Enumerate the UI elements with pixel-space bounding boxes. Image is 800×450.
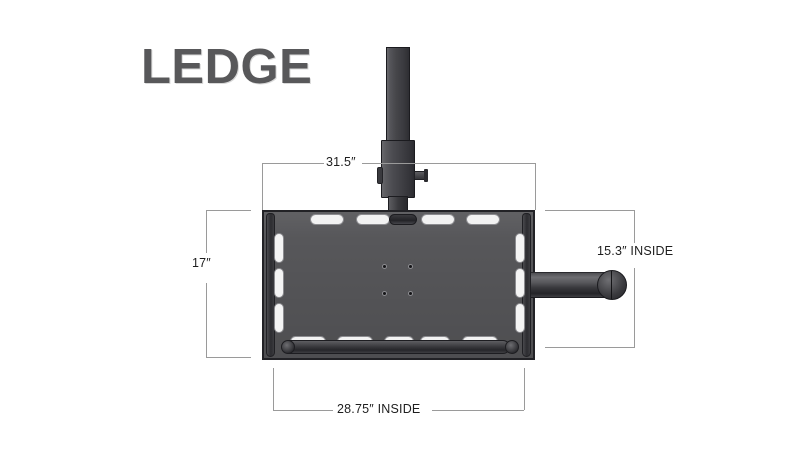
mounting-hole-bottom-left — [382, 291, 387, 296]
right-slot-2 — [515, 268, 525, 298]
page-title: LEDGE — [141, 40, 313, 94]
dim-top-extension-left — [262, 163, 263, 210]
top-slot-4 — [421, 214, 455, 225]
dim-top-line-right — [362, 163, 535, 164]
dim-width-bottom-label: 28.75″ INSIDE — [337, 402, 421, 416]
dim-left-extension-top — [206, 210, 251, 211]
dim-left-line-lower — [206, 283, 207, 357]
dim-height-left-label: 17″ — [192, 256, 211, 270]
right-slot-1 — [515, 233, 525, 263]
top-slot-center — [389, 214, 417, 225]
dim-bottom-extension-right — [524, 368, 525, 410]
cross-bar-end-right — [505, 340, 519, 354]
dim-bottom-extension-left — [273, 368, 274, 410]
top-slot-1 — [310, 214, 344, 225]
dim-top-line-left — [262, 163, 324, 164]
dim-right-extension-top — [545, 210, 635, 211]
cross-bar-end-left — [281, 340, 295, 354]
left-slot-1 — [274, 233, 284, 263]
plate-surface-shading — [264, 212, 533, 358]
dim-bottom-line-left — [273, 410, 333, 411]
dim-right-extension-bottom — [545, 347, 635, 348]
dim-right-line-upper — [634, 210, 635, 243]
dim-bottom-line-right — [432, 410, 524, 411]
top-slot-2 — [356, 214, 390, 225]
left-slot-3 — [274, 303, 284, 333]
dim-depth-right-label: 15.3″ INSIDE — [597, 244, 674, 258]
mast-adjustment-pin-cap — [424, 169, 428, 182]
handle-end-cap — [597, 270, 627, 300]
dim-right-line-lower — [634, 268, 635, 347]
right-slot-3 — [515, 303, 525, 333]
mounting-hole-top-right — [408, 264, 413, 269]
left-slot-2 — [274, 268, 284, 298]
handle-end-cap-seam — [611, 271, 612, 299]
dim-left-line-upper — [206, 210, 207, 253]
mast-side-tab — [377, 167, 383, 184]
dim-width-top-label: 31.5″ — [326, 155, 356, 169]
bottom-cross-bar — [283, 340, 510, 354]
mounting-hole-bottom-right — [408, 291, 413, 296]
mast-sleeve — [381, 140, 415, 198]
dim-left-extension-bottom — [206, 357, 251, 358]
mast-upper-tube — [386, 47, 410, 146]
top-slot-5 — [466, 214, 500, 225]
dim-top-extension-right — [535, 163, 536, 210]
mounting-hole-top-left — [382, 264, 387, 269]
